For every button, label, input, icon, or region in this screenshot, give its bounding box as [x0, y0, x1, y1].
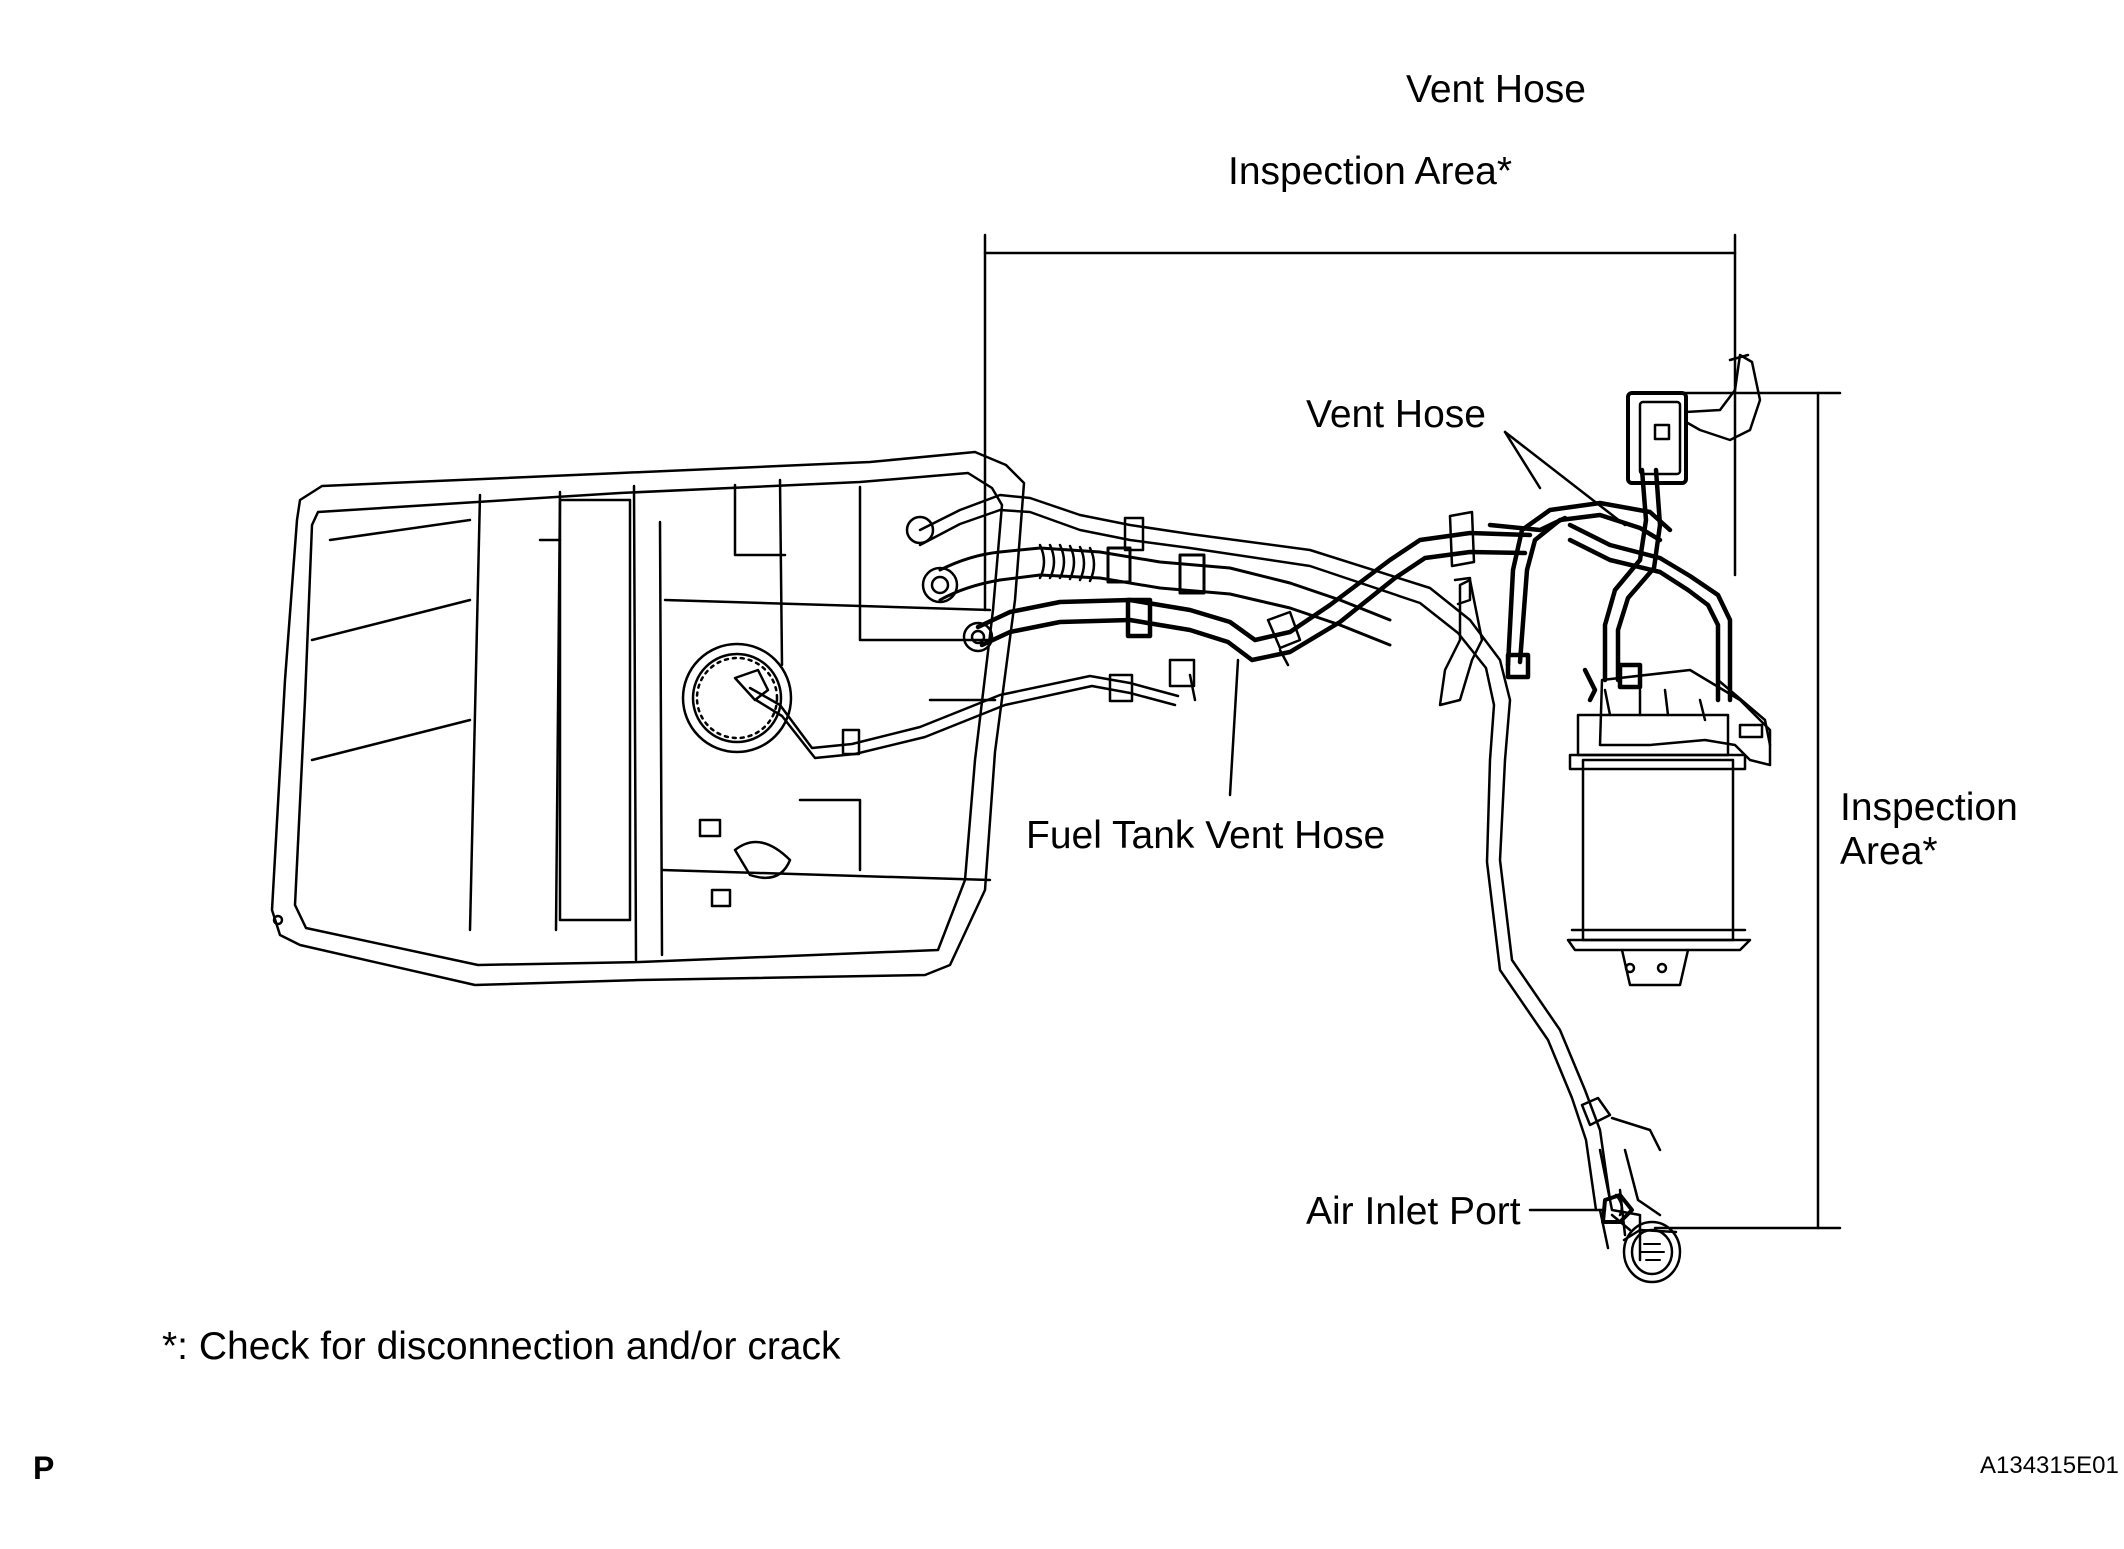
footnote: *: Check for disconnection and/or crack	[162, 1325, 841, 1368]
page-mark: P	[33, 1450, 55, 1486]
inspection-area-right-label: Inspection Area*	[1840, 786, 2018, 873]
leader-lines	[983, 233, 1842, 1230]
hose-middle	[938, 543, 1392, 647]
fuel-tank-vent-hose-label: Fuel Tank Vent Hose	[1026, 814, 1386, 857]
vent-hose-group	[1487, 467, 1733, 703]
vent-filter	[1626, 353, 1762, 485]
long-pipe	[918, 493, 1612, 1212]
air-inlet-port-label: Air Inlet Port	[1306, 1190, 1521, 1233]
vent-hose-label: Vent Hose	[1306, 393, 1486, 436]
air-inlet-assembly	[1580, 1096, 1682, 1284]
inspection-area-top-label: Inspection Area*	[1228, 150, 1513, 193]
fuel-tank-vent-hose	[975, 530, 1533, 663]
inspection-area-right-line2: Area*	[1840, 829, 1938, 873]
clips	[1266, 510, 1484, 707]
charcoal-canister	[1566, 668, 1772, 987]
vent-hose-top-label: Vent Hose	[1406, 68, 1586, 111]
fuel-lines	[748, 658, 1197, 760]
figure-id: A134315E01	[1980, 1452, 2119, 1479]
inspection-area-right-line1: Inspection	[1840, 786, 2018, 829]
fuel-tank	[270, 450, 1026, 987]
